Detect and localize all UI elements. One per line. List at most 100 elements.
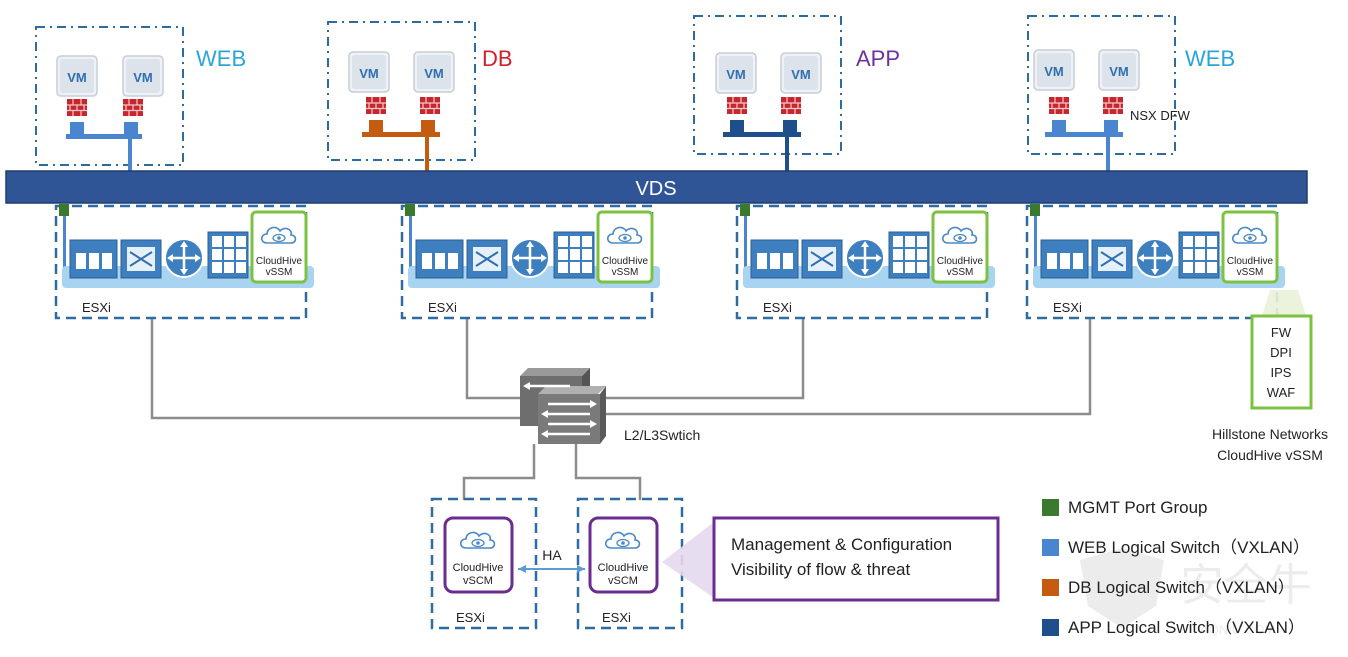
vm-label: VM bbox=[791, 67, 811, 82]
legend-item: MGMT Port Group bbox=[1042, 498, 1208, 517]
callout-line2: Visibility of flow & threat bbox=[731, 560, 910, 579]
vm-label: VM bbox=[424, 66, 444, 81]
vscm-line2: vSCM bbox=[463, 575, 493, 587]
edge-firewall-icon bbox=[888, 231, 930, 279]
logical-switch-icon bbox=[69, 239, 118, 279]
service-fw: FW bbox=[1271, 325, 1292, 340]
product-caption-line1: Hillstone Networks bbox=[1212, 426, 1328, 442]
mgmt-stem bbox=[1034, 216, 1037, 274]
mgmt-stem bbox=[409, 216, 412, 274]
edge-firewall-icon bbox=[1178, 231, 1220, 279]
switch-label: L2/L3Swtich bbox=[624, 427, 700, 443]
mgmt-stem bbox=[744, 216, 747, 274]
vm-group-db: VM VM DB bbox=[327, 21, 513, 171]
vds-bar: VDS bbox=[5, 170, 1308, 204]
service-waf: WAF bbox=[1267, 385, 1295, 400]
mgmt-stem bbox=[63, 216, 66, 274]
esxi-label: ESXi bbox=[763, 300, 792, 315]
router-icon bbox=[510, 238, 550, 278]
legend-item: DB Logical Switch（VXLAN） bbox=[1042, 578, 1295, 597]
vssm-line2: vSSM bbox=[947, 267, 974, 278]
vm-group-web-1: VM VM WEB bbox=[35, 26, 246, 171]
legend-label: MGMT Port Group bbox=[1068, 498, 1208, 517]
group-label-web: WEB bbox=[1185, 46, 1235, 71]
mgmt-port bbox=[59, 204, 69, 216]
legend-item: APP Logical Switch（VXLAN） bbox=[1042, 618, 1305, 637]
mgmt-port bbox=[1030, 204, 1040, 216]
vscm-line1: CloudHive bbox=[453, 562, 504, 574]
router-icon bbox=[164, 238, 204, 278]
logical-switch-icon bbox=[750, 239, 799, 279]
logical-switch-icon bbox=[1040, 239, 1089, 279]
vm-label: VM bbox=[1044, 64, 1064, 79]
vscm-line1: CloudHive bbox=[598, 562, 649, 574]
switch-icon bbox=[520, 368, 606, 444]
vm-group-app: VM VM APP bbox=[693, 15, 900, 171]
esxi-label: ESXi bbox=[456, 610, 485, 625]
ha-link bbox=[518, 565, 585, 573]
vm-group-web-2: VM VM NSX DFW WEB bbox=[1027, 15, 1235, 171]
mgmt-port bbox=[405, 204, 415, 216]
vssm-line1: CloudHive bbox=[937, 256, 984, 267]
callout-line1: Management & Configuration bbox=[731, 535, 952, 554]
virtual-switch-icon bbox=[801, 239, 843, 279]
product-caption-line2: CloudHive vSSM bbox=[1217, 447, 1323, 463]
router-icon bbox=[1135, 238, 1175, 278]
edge-firewall-icon bbox=[207, 231, 249, 279]
logical-switch-icon bbox=[415, 239, 464, 279]
virtual-switch-icon bbox=[120, 239, 162, 279]
legend-label: WEB Logical Switch（VXLAN） bbox=[1068, 538, 1310, 557]
virtual-switch-icon bbox=[1091, 239, 1133, 279]
vm-label: VM bbox=[726, 67, 746, 82]
group-label-web: WEB bbox=[196, 46, 246, 71]
vssm-line1: CloudHive bbox=[602, 256, 649, 267]
legend-swatch bbox=[1042, 539, 1059, 556]
vssm-line1: CloudHive bbox=[1227, 256, 1274, 267]
edge-firewall-icon bbox=[553, 231, 595, 279]
vssm-line2: vSSM bbox=[1237, 267, 1264, 278]
vssm-services: FW DPI IPS WAF Hillstone Networks CloudH… bbox=[1212, 290, 1328, 463]
esxi-label: ESXi bbox=[428, 300, 457, 315]
callout: Management & Configuration Visibility of… bbox=[662, 516, 1000, 602]
legend-swatch bbox=[1042, 499, 1059, 516]
watermark-logo: 安全牛 AQNIU.COM bbox=[1080, 548, 1312, 637]
watermark-text: 安全牛 bbox=[1180, 561, 1312, 610]
vm-label: VM bbox=[1109, 64, 1129, 79]
legend-label: APP Logical Switch（VXLAN） bbox=[1068, 618, 1305, 637]
esxi-hosts: CloudHivevSSMESXiCloudHivevSSMESXiCloudH… bbox=[54, 204, 1285, 320]
vds-label: VDS bbox=[635, 178, 676, 200]
nsx-dfw-label: NSX DFW bbox=[1130, 108, 1191, 123]
esxi-label: ESXi bbox=[1053, 300, 1082, 315]
watermark-sub: AQNIU.COM bbox=[1200, 622, 1275, 637]
router-icon bbox=[845, 238, 885, 278]
legend-swatch bbox=[1042, 579, 1059, 596]
vssm-line1: CloudHive bbox=[256, 256, 303, 267]
physical-links bbox=[150, 318, 1092, 500]
virtual-switch-icon bbox=[466, 239, 508, 279]
legend-swatch bbox=[1042, 619, 1059, 636]
vm-label: VM bbox=[133, 70, 153, 85]
esxi-label: ESXi bbox=[602, 610, 631, 625]
legend-item: WEB Logical Switch（VXLAN） bbox=[1042, 538, 1310, 557]
legend-label: DB Logical Switch（VXLAN） bbox=[1068, 578, 1295, 597]
vscm-pair: CloudHive vSCM CloudHive vSCM HA ESXi ES… bbox=[430, 497, 684, 630]
group-label-app: APP bbox=[856, 46, 900, 71]
service-dpi: DPI bbox=[1270, 345, 1292, 360]
vm-label: VM bbox=[67, 70, 87, 85]
vm-label: VM bbox=[359, 66, 379, 81]
vssm-line2: vSSM bbox=[612, 267, 639, 278]
vssm-line2: vSSM bbox=[266, 267, 293, 278]
vscm-line2: vSCM bbox=[608, 575, 638, 587]
mgmt-port bbox=[740, 204, 750, 216]
esxi-label: ESXi bbox=[82, 300, 111, 315]
